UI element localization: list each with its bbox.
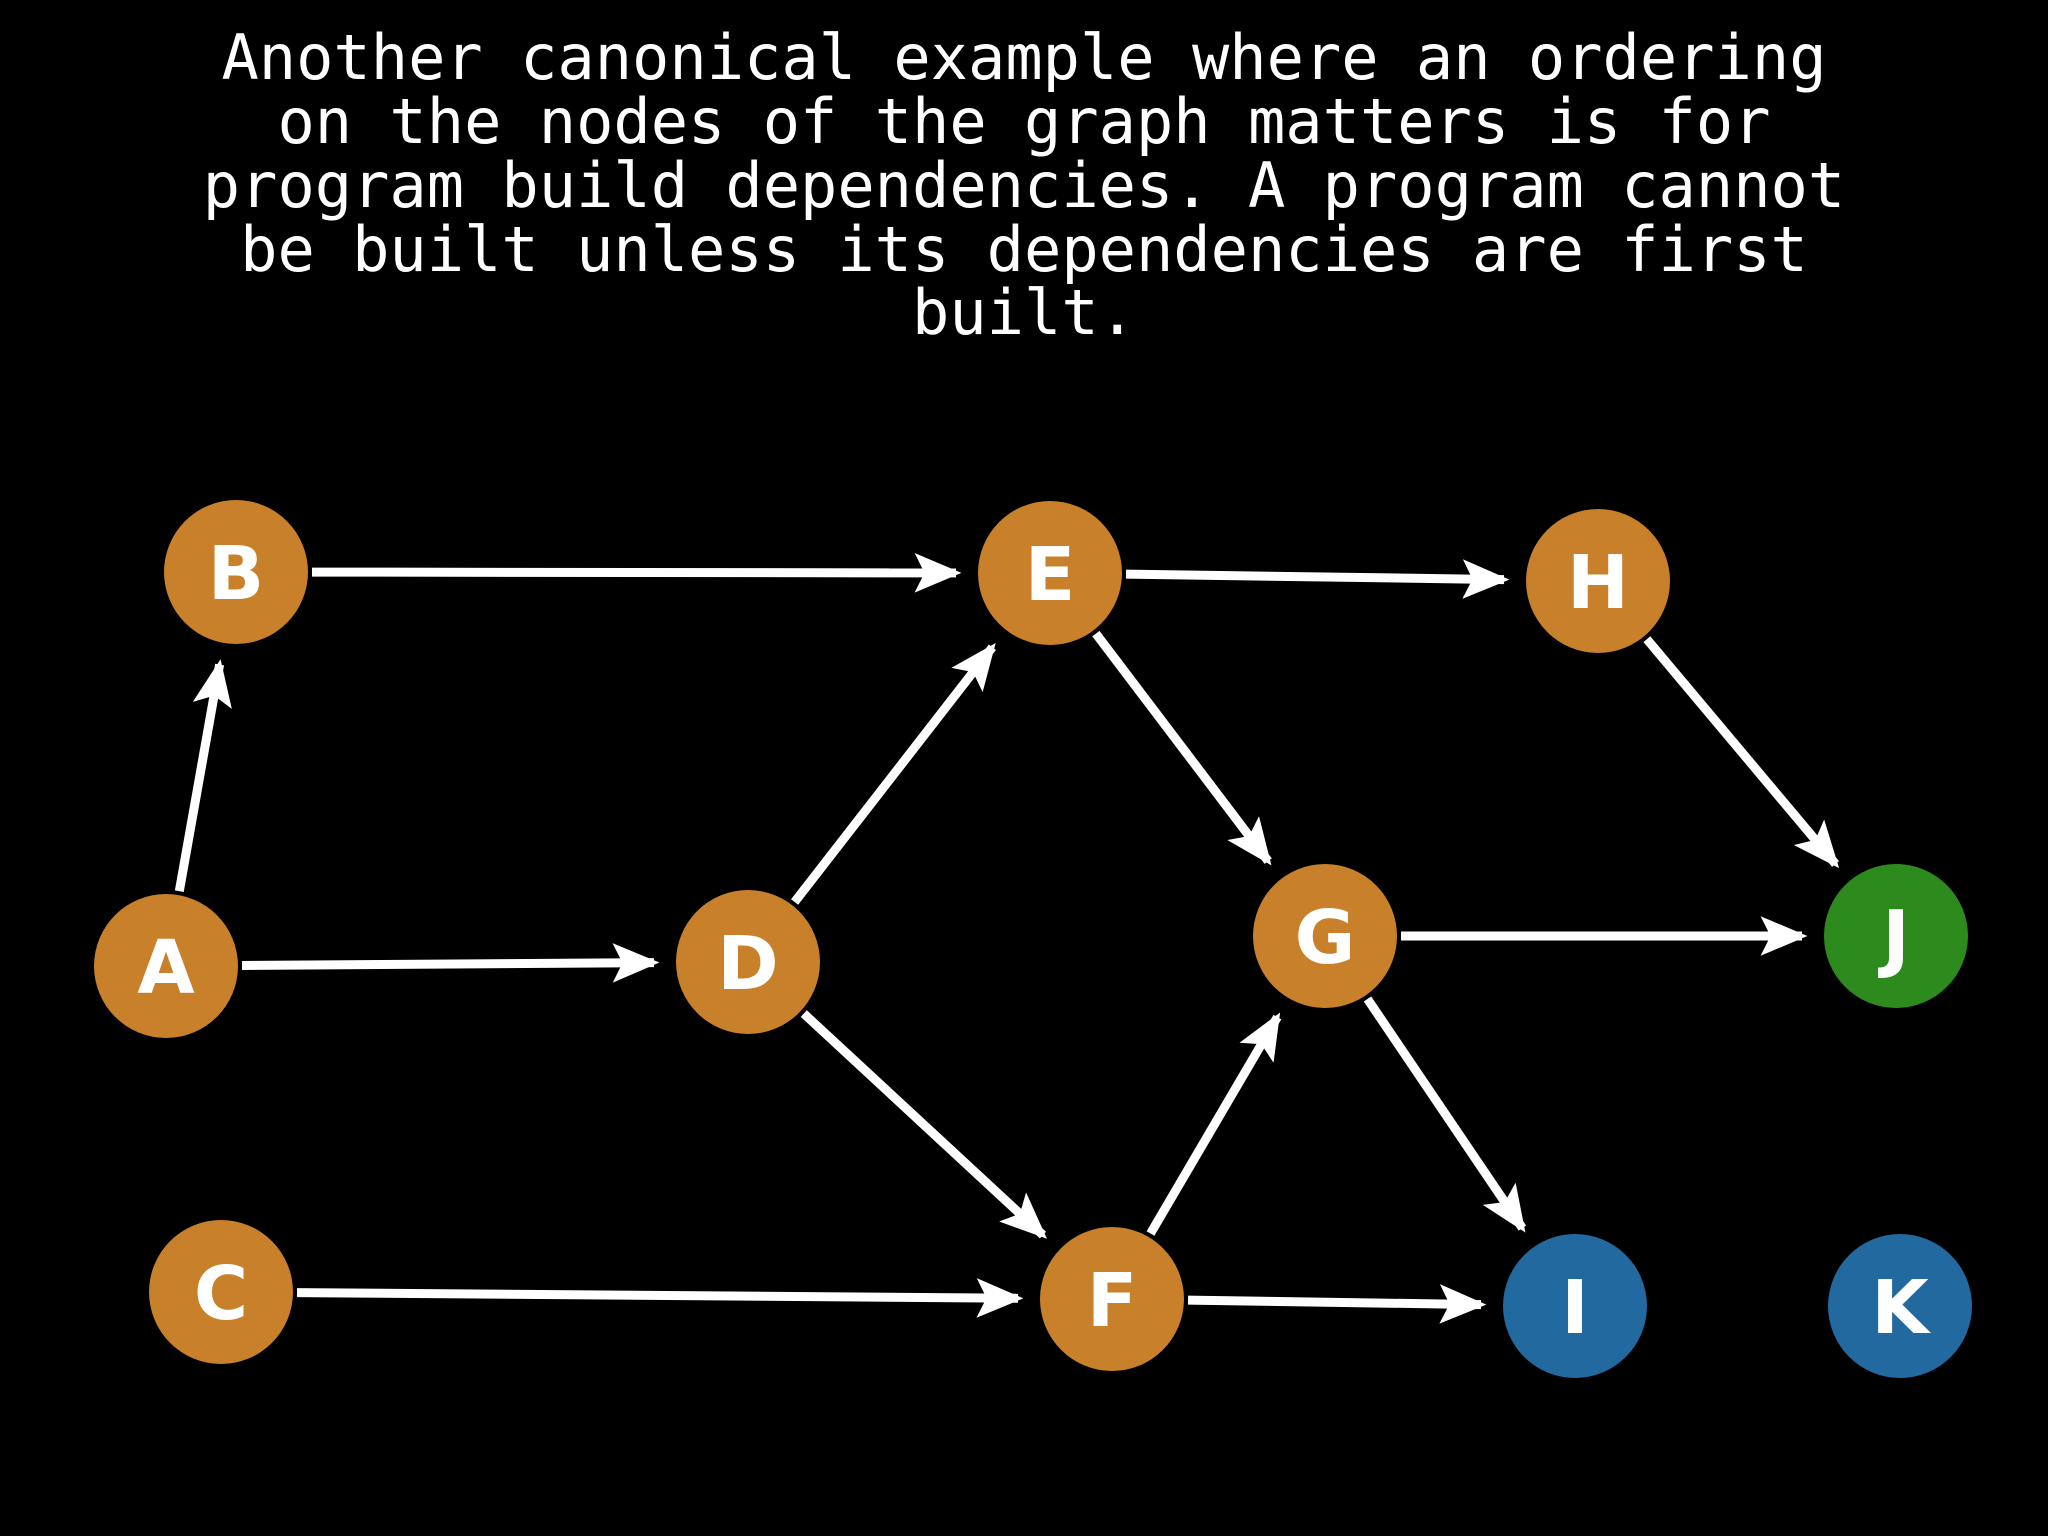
graph-node-h[interactable]: H	[1526, 509, 1670, 653]
graph-edge-b-to-e	[311, 553, 962, 593]
graph-node-k[interactable]: K	[1828, 1234, 1972, 1378]
node-circle-i[interactable]	[1503, 1234, 1647, 1378]
node-label-b: B	[208, 531, 264, 617]
graph-edge-g-to-i	[1363, 996, 1527, 1233]
node-circle-f[interactable]	[1040, 1227, 1184, 1371]
node-label-i: I	[1561, 1265, 1589, 1351]
node-label-d: D	[717, 921, 778, 1007]
node-label-g: G	[1295, 895, 1356, 981]
graph-node-g[interactable]: G	[1253, 864, 1397, 1008]
graph-node-d[interactable]: D	[676, 890, 820, 1034]
graph-edge-c-to-f	[296, 1278, 1024, 1318]
graph-node-a[interactable]: A	[94, 894, 238, 1038]
graph-node-e[interactable]: E	[978, 501, 1122, 645]
graph-edge-f-to-i	[1187, 1284, 1487, 1324]
node-circle-b[interactable]	[164, 500, 308, 644]
node-label-k: K	[1871, 1265, 1931, 1351]
node-circle-g[interactable]	[1253, 864, 1397, 1008]
graph-edge-d-to-f	[800, 1010, 1047, 1239]
node-label-h: H	[1567, 540, 1629, 626]
node-label-j: J	[1877, 895, 1910, 981]
node-label-c: C	[194, 1251, 248, 1337]
node-label-a: A	[137, 925, 194, 1011]
node-circle-c[interactable]	[149, 1220, 293, 1364]
node-circle-d[interactable]	[676, 890, 820, 1034]
graph-edge-f-to-g	[1146, 1012, 1282, 1236]
graph-edge-d-to-e	[791, 643, 996, 905]
graph-nodes: A B C D E F G H I J K	[94, 500, 1972, 1378]
slide-caption: Another canonical example where an order…	[202, 21, 1846, 350]
graph-edge-a-to-b	[174, 659, 232, 892]
graph-edge-a-to-d	[241, 943, 660, 983]
node-circle-h[interactable]	[1526, 509, 1670, 653]
graph-edge-e-to-g	[1092, 630, 1272, 866]
graph-node-b[interactable]: B	[164, 500, 308, 644]
graph-edges	[174, 553, 1840, 1324]
node-label-e: E	[1025, 532, 1076, 618]
graph-edge-h-to-j	[1643, 636, 1840, 869]
graph-edge-e-to-h	[1125, 559, 1510, 599]
graph-node-i[interactable]: I	[1503, 1234, 1647, 1378]
graph-node-f[interactable]: F	[1040, 1227, 1184, 1371]
graph-node-c[interactable]: C	[149, 1220, 293, 1364]
node-circle-e[interactable]	[978, 501, 1122, 645]
node-circle-j[interactable]	[1824, 864, 1968, 1008]
node-label-f: F	[1087, 1258, 1138, 1344]
graph-node-j[interactable]: J	[1824, 864, 1968, 1008]
node-circle-k[interactable]	[1828, 1234, 1972, 1378]
node-circle-a[interactable]	[94, 894, 238, 1038]
